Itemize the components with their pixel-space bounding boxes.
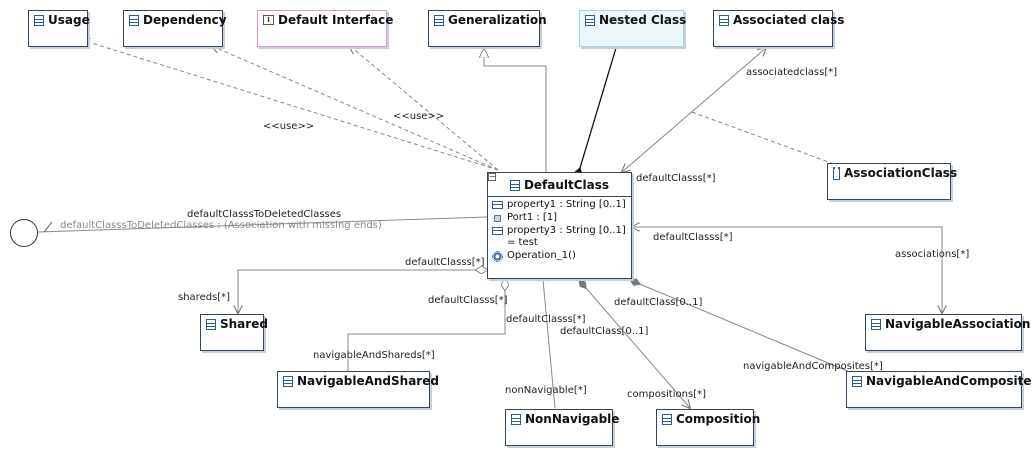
nested-class[interactable]: Nested Class <box>579 10 687 47</box>
nonnavigable-role-label: nonNavigable[*] <box>505 385 587 396</box>
compositions-role-label: compositions[*] <box>627 389 706 400</box>
association-class[interactable]: AssociationClass <box>827 163 957 200</box>
nested-class-name: Nested Class <box>599 13 687 27</box>
port-icon <box>494 215 501 222</box>
default-interface-name: Default Interface <box>278 13 394 27</box>
generalization-class-name: Generalization <box>448 13 547 27</box>
defaultclasss-role-label: defaultClasss[*] <box>506 314 586 325</box>
non-navigable-edge[interactable] <box>542 279 556 409</box>
default-class[interactable]: − DefaultClass property1 : String [0..1]… <box>487 172 632 279</box>
default-class-name: DefaultClass <box>523 178 610 192</box>
operation-icon <box>492 251 503 262</box>
usage-dependency-edge[interactable] <box>82 40 499 171</box>
attribute-text-line: property3 : String [0..1] <box>507 225 626 236</box>
shared-class-name: Shared <box>220 317 268 331</box>
composition-class[interactable]: Composition <box>656 409 760 446</box>
attributes-compartment: property1 : String [0..1] Port1 : [1] pr… <box>488 196 631 262</box>
missing-end-circle[interactable] <box>10 219 38 247</box>
generalization-class[interactable]: Generalization <box>428 10 547 47</box>
port-text: Port1 : [1] <box>507 212 558 223</box>
deleted-classes-tick <box>43 221 53 233</box>
shareds-role-label: shareds[*] <box>178 292 231 303</box>
navigable-and-shared-edge[interactable] <box>347 279 505 371</box>
non-navigable-class-name: NonNavigable <box>525 412 620 426</box>
class-icon <box>206 318 216 330</box>
class-icon <box>434 14 444 26</box>
attribute-text: property1 : String [0..1] <box>507 199 626 210</box>
default-interface[interactable]: I Default Interface <box>257 10 393 47</box>
class-icon <box>662 413 672 425</box>
associations-role-label: associations[*] <box>895 249 970 260</box>
association-class-icon <box>833 166 840 180</box>
shared-class[interactable]: Shared <box>200 314 268 351</box>
non-navigable-class[interactable]: NonNavigable <box>505 409 619 446</box>
deleted-classes-association-label: defaultClasssToDeletedClasses : (Associa… <box>60 220 382 231</box>
association-class-link[interactable] <box>691 111 835 165</box>
dependency-edge[interactable] <box>212 46 499 171</box>
associated-class[interactable]: Associated class <box>713 10 844 47</box>
navigable-and-shared-class[interactable]: NavigableAndShared <box>277 371 439 408</box>
interface-usage-edge[interactable] <box>350 46 499 171</box>
operation-row[interactable]: Operation_1() <box>492 250 631 262</box>
navigable-and-composite-class[interactable]: NavigableAndComposite <box>846 371 1032 408</box>
navigable-and-shareds-role-label: navigableAndShareds[*] <box>313 350 435 361</box>
use-label: <<use>> <box>393 111 445 122</box>
usage-class-name: Usage <box>48 13 90 27</box>
associated-class-name: Associated class <box>733 13 845 27</box>
composition-edge[interactable] <box>579 280 690 408</box>
class-icon <box>509 179 520 191</box>
navigable-and-composite-edge[interactable] <box>629 278 865 379</box>
defaultclass-role-label: defaultClass[0..1] <box>560 326 649 337</box>
attribute-text: property3 : String [0..1]= test <box>507 225 626 249</box>
class-icon <box>871 318 881 330</box>
associatedclass-role-label: associatedclass[*] <box>746 67 838 78</box>
port-row[interactable]: Port1 : [1] <box>492 212 631 224</box>
generalization-edge[interactable] <box>484 49 547 172</box>
nested-class-edge[interactable] <box>572 47 617 185</box>
defaultclass-role-label: defaultClass[0..1] <box>614 297 703 308</box>
composition-class-name: Composition <box>676 412 761 426</box>
defaultclasss-role-label: defaultClasss[*] <box>653 232 733 243</box>
class-icon <box>34 14 44 26</box>
navigable-and-shared-class-name: NavigableAndShared <box>297 374 439 388</box>
usage-class[interactable]: Usage <box>28 10 90 47</box>
navigable-association-edge[interactable] <box>632 227 942 313</box>
dependency-class[interactable]: Dependency <box>123 10 227 47</box>
class-icon <box>511 413 521 425</box>
navigable-and-composite-class-name: NavigableAndComposite <box>866 374 1032 388</box>
deleted-classes-edge[interactable] <box>37 216 488 233</box>
attribute-default-value: = test <box>507 237 538 248</box>
navigable-association-class[interactable]: NavigableAssociation <box>865 314 1030 351</box>
defaultclasss-role-label: defaultClasss[*] <box>428 295 508 306</box>
deleted-classes-role-label: defaultClasssToDeletedClasses <box>187 209 342 220</box>
associated-class-edge[interactable] <box>622 48 766 172</box>
class-icon <box>852 375 862 387</box>
class-icon <box>719 14 729 26</box>
navigable-and-composites-role-label: navigableAndComposites[*] <box>743 361 883 372</box>
class-icon <box>283 375 293 387</box>
property-icon <box>492 227 503 235</box>
defaultclasss-role-label: defaultClasss[*] <box>405 257 485 268</box>
attribute-row[interactable]: property1 : String [0..1] <box>492 199 631 211</box>
association-class-name: AssociationClass <box>844 166 958 180</box>
property-icon <box>492 201 503 209</box>
use-label: <<use>> <box>263 121 315 132</box>
dependency-class-name: Dependency <box>143 13 227 27</box>
navigable-association-class-name: NavigableAssociation <box>885 317 1031 331</box>
collapse-toggle[interactable]: − <box>488 172 496 181</box>
interface-icon: I <box>263 15 274 25</box>
defaultclasss-role-label: defaultClasss[*] <box>636 173 716 184</box>
shared-edge[interactable] <box>238 270 487 313</box>
attribute-row[interactable]: property3 : String [0..1]= test <box>492 225 631 249</box>
operation-text: Operation_1() <box>507 250 576 261</box>
class-icon <box>585 14 595 26</box>
class-icon <box>129 14 139 26</box>
